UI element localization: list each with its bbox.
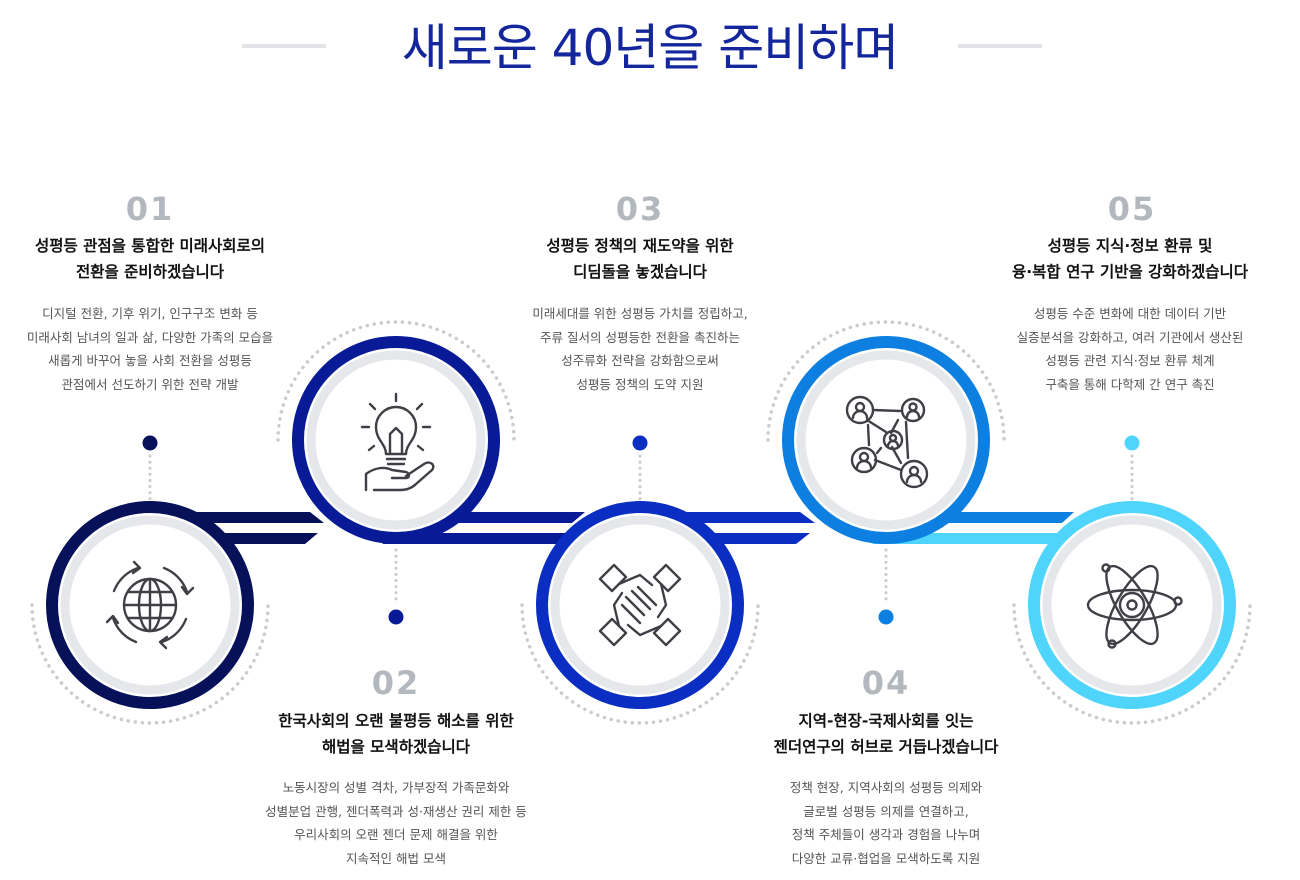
globe-cycle-icon [105, 560, 195, 650]
step-5-desc-line: 실증분석을 강화하고, 여러 기관에서 생산된 [1016, 329, 1244, 345]
step-1-number: 01 [125, 190, 175, 228]
dotted-arc-1 [30, 603, 270, 725]
step-2-heading-line: 해법을 모색하겠습니다 [322, 738, 470, 756]
people-network-icon [845, 395, 929, 489]
step-4-desc-line: 정책 현장, 지역사회의 성평등 의제와 [789, 780, 983, 795]
dotted-arc-5 [1012, 603, 1252, 725]
step-1-heading: 성평등 관점을 통합한 미래사회로의 전환을 준비하겠습니다 [0, 233, 320, 285]
marker-dot-3 [632, 435, 648, 451]
step-1-desc-line: 관점에서 선도하기 위한 전략 개발 [61, 376, 239, 392]
step-4-description: 정책 현장, 지역사회의 성평등 의제와 글로벌 성평등 의제를 연결하고, 정… [716, 776, 1056, 870]
step-ring-4 [782, 336, 990, 544]
step-3-description: 미래세대를 위한 성평등 가치를 정립하고, 주류 질서의 성평등한 전환을 촉… [470, 302, 810, 396]
atom-icon [1086, 563, 1183, 649]
step-ring-3 [536, 501, 744, 709]
step-4-heading-line: 지역-현장-국제사회를 잇는 [798, 712, 974, 730]
step-4-heading-line: 젠더연구의 허브로 거듭나겠습니다 [773, 738, 999, 756]
step-5-desc-line: 구축을 통해 다학제 간 연구 촉진 [1045, 376, 1215, 392]
dotted-arc-3 [520, 603, 760, 725]
step-5-desc-line: 성평등 수준 변화에 대한 데이터 기반 [1033, 306, 1227, 321]
step-1-desc-line: 새롭게 바꾸어 놓을 사회 전환을 성평등 [48, 353, 252, 368]
marker-dots [142, 435, 1140, 625]
step-5-heading-line: 융·복합 연구 기반을 강화하겠습니다 [1012, 263, 1248, 281]
step-1-heading-line: 전환을 준비하겠습니다 [76, 263, 224, 281]
step-1-desc-line: 디지털 전환, 기후 위기, 인구구조 변화 등 [42, 306, 258, 321]
vertical-dotted-connectors [148, 454, 1134, 604]
step-2-desc-line: 노동시장의 성별 격차, 가부장적 가족문화와 [282, 780, 510, 795]
dotted-arcs [30, 320, 1252, 725]
marker-dot-5 [1124, 435, 1140, 451]
dotted-arc-4 [766, 320, 1006, 442]
step-3-heading-line: 디딤돌을 놓겠습니다 [573, 263, 707, 281]
step-2-desc-line: 우리사회의 오랜 젠더 문제 해결을 위한 [294, 827, 498, 842]
step-2-desc-line: 지속적인 해법 모색 [346, 850, 446, 866]
step-5-desc-line: 성평등 관련 지식·정보 환류 체계 [1045, 353, 1215, 368]
lightbulb-hand-icon [360, 392, 435, 492]
joined-hands-icon [598, 563, 682, 647]
step-1-desc-line: 미래사회 남녀의 일과 삶, 다양한 가족의 모습을 [26, 329, 274, 345]
step-2-desc-line: 성별분업 관행, 젠더폭력과 성·재생산 권리 제한 등 [265, 803, 527, 819]
step-5-heading: 성평등 지식·정보 환류 및 융·복합 연구 기반을 강화하겠습니다 [960, 233, 1300, 285]
step-4-desc-line: 다양한 교류·협업을 모색하도록 지원 [791, 850, 981, 866]
step-4-desc-line: 정책 주체들이 생각과 경험을 나누며 [791, 827, 981, 842]
step-5-heading-line: 성평등 지식·정보 환류 및 [1047, 237, 1213, 255]
step-3-desc-line: 성평등 정책의 도약 지원 [576, 376, 704, 392]
step-3-desc-line: 성주류화 전략을 강화함으로써 [561, 353, 719, 368]
step-4-heading: 지역-현장-국제사회를 잇는 젠더연구의 허브로 거듭나겠습니다 [716, 708, 1056, 760]
step-5-description: 성평등 수준 변화에 대한 데이터 기반 실증분석을 강화하고, 여러 기관에서… [960, 302, 1300, 396]
step-2-number: 02 [371, 664, 421, 702]
step-4-desc-line: 글로벌 성평등 의제를 연결하고, [803, 803, 969, 819]
marker-dot-1 [142, 435, 158, 451]
header-right-line [958, 44, 1042, 48]
step-2-heading: 한국사회의 오랜 불평등 해소를 위한 해법을 모색하겠습니다 [226, 708, 566, 760]
step-2-description: 노동시장의 성별 격차, 가부장적 가족문화와 성별분업 관행, 젠더폭력과 성… [226, 776, 566, 870]
marker-dot-2 [388, 609, 404, 625]
step-3-heading: 성평등 정책의 재도약을 위한 디딤돌을 놓겠습니다 [470, 233, 810, 285]
step-4-number: 04 [861, 664, 911, 702]
marker-dot-4 [878, 609, 894, 625]
step-5-number: 05 [1107, 190, 1157, 228]
step-ring-2 [292, 336, 500, 544]
step-1-description: 디지털 전환, 기후 위기, 인구구조 변화 등 미래사회 남녀의 일과 삶, … [0, 302, 320, 396]
step-3-heading-line: 성평등 정책의 재도약을 위한 [546, 237, 734, 255]
step-1-heading-line: 성평등 관점을 통합한 미래사회로의 [34, 237, 266, 255]
step-3-desc-line: 주류 질서의 성평등한 전환을 촉진하는 [540, 329, 740, 345]
step-3-desc-line: 미래세대를 위한 성평등 가치를 정립하고, [532, 306, 748, 321]
step-3-number: 03 [615, 190, 665, 228]
header-left-line [242, 44, 326, 48]
step-ring-5 [1028, 501, 1236, 709]
step-2-heading-line: 한국사회의 오랜 불평등 해소를 위한 [278, 712, 514, 730]
dotted-arc-2 [276, 320, 516, 442]
page-title: 새로운 40년을 준비하며 [401, 19, 899, 77]
